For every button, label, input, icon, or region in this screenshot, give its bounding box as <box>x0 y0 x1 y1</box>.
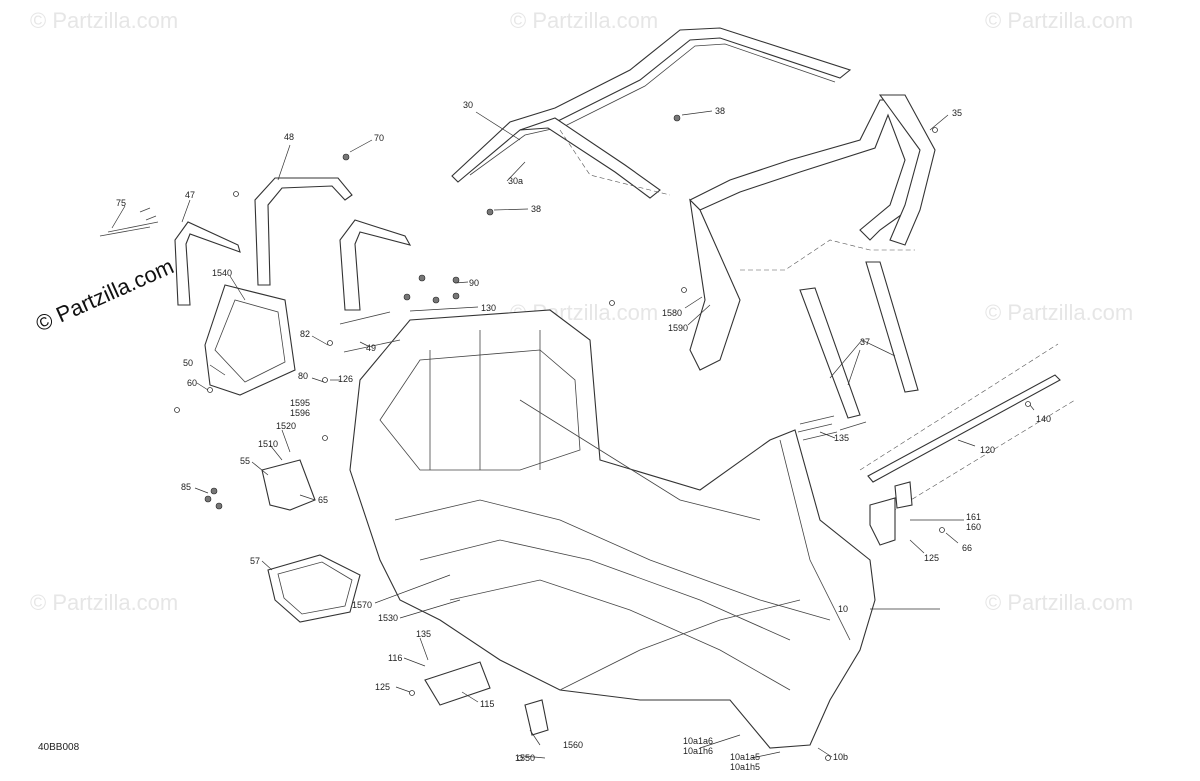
callout-80: 80 <box>298 371 308 381</box>
callout-57: 57 <box>250 556 260 566</box>
mount-55 <box>261 459 316 511</box>
callout-66: 66 <box>962 543 972 553</box>
callout-50: 50 <box>183 358 193 368</box>
callout-65: 65 <box>318 495 328 505</box>
callout-1550: 1550 <box>515 753 535 763</box>
rail-120 <box>859 343 1076 521</box>
diagram-code: 40BB008 <box>38 742 80 753</box>
watermark: © Partzilla.com <box>510 8 658 33</box>
main-frame <box>349 309 876 749</box>
callout-10a1h6: 10a1h6 <box>683 746 713 756</box>
callout-82: 82 <box>300 329 310 339</box>
mount-57 <box>267 554 361 623</box>
callout-130: 130 <box>481 303 496 313</box>
watermark-layer: © Partzilla.com © Partzilla.com © Partzi… <box>30 8 1133 615</box>
callout-135: 135 <box>834 433 849 443</box>
callout-30a: 30a <box>508 176 523 186</box>
watermark: © Partzilla.com <box>985 8 1133 33</box>
callout-85: 85 <box>181 482 191 492</box>
callout-75: 75 <box>116 198 126 208</box>
callout-120: 120 <box>980 445 995 455</box>
callout-140: 140 <box>1036 414 1051 424</box>
callout-55: 55 <box>240 456 250 466</box>
bracket-160 <box>869 481 913 546</box>
callout-47: 47 <box>185 190 195 200</box>
grab-handles <box>174 177 412 311</box>
callout-10a1a6: 10a1a6 <box>683 736 713 746</box>
callout-1580: 1580 <box>662 308 682 318</box>
callout-1560: 1560 <box>563 740 583 750</box>
callout-1520: 1520 <box>276 421 296 431</box>
watermark: © Partzilla.com <box>985 300 1133 325</box>
callout-1595: 1595 <box>290 398 310 408</box>
callout-126: 126 <box>338 374 353 384</box>
callout-1596: 1596 <box>290 408 310 418</box>
watermark: © Partzilla.com <box>985 590 1133 615</box>
callout-90: 90 <box>469 278 479 288</box>
callout-1570: 1570 <box>352 600 372 610</box>
callout-125b: 125 <box>924 553 939 563</box>
callout-161: 161 <box>966 512 981 522</box>
leader-lines <box>111 110 1035 759</box>
callout-1530: 1530 <box>378 613 398 623</box>
callout-125: 125 <box>375 682 390 692</box>
callout-10b: 10b <box>833 752 848 762</box>
callout-115: 115 <box>480 699 494 709</box>
callout-30: 30 <box>463 100 473 110</box>
callout-1590: 1590 <box>668 323 688 333</box>
mount-115 <box>424 661 549 736</box>
callout-labels: 10 10a1a5 10a1a6 10a1h5 10a1h6 10b 30 30… <box>116 100 1051 772</box>
roll-cage <box>451 27 936 371</box>
callout-1510: 1510 <box>258 439 278 449</box>
callout-10a1h5: 10a1h5 <box>730 762 760 772</box>
callout-70: 70 <box>374 133 384 143</box>
callout-1540: 1540 <box>212 268 232 278</box>
callout-160: 160 <box>966 522 981 532</box>
bracket-50 <box>204 284 296 396</box>
callout-38b: 38 <box>531 204 541 214</box>
callout-38: 38 <box>715 106 725 116</box>
callout-116: 116 <box>388 653 402 663</box>
callout-35: 35 <box>952 108 962 118</box>
watermark: © Partzilla.com <box>30 590 178 615</box>
watermark-main: © Partzilla.com <box>32 253 178 336</box>
callout-135b: 135 <box>416 629 431 639</box>
callout-49: 49 <box>366 343 376 353</box>
callout-37: 37 <box>860 337 870 347</box>
rear-struts <box>799 261 919 419</box>
callout-10a1a5: 10a1a5 <box>730 752 760 762</box>
callout-48: 48 <box>284 132 294 142</box>
callout-60: 60 <box>187 378 197 388</box>
watermark: © Partzilla.com <box>30 8 178 33</box>
callout-10: 10 <box>838 604 848 614</box>
